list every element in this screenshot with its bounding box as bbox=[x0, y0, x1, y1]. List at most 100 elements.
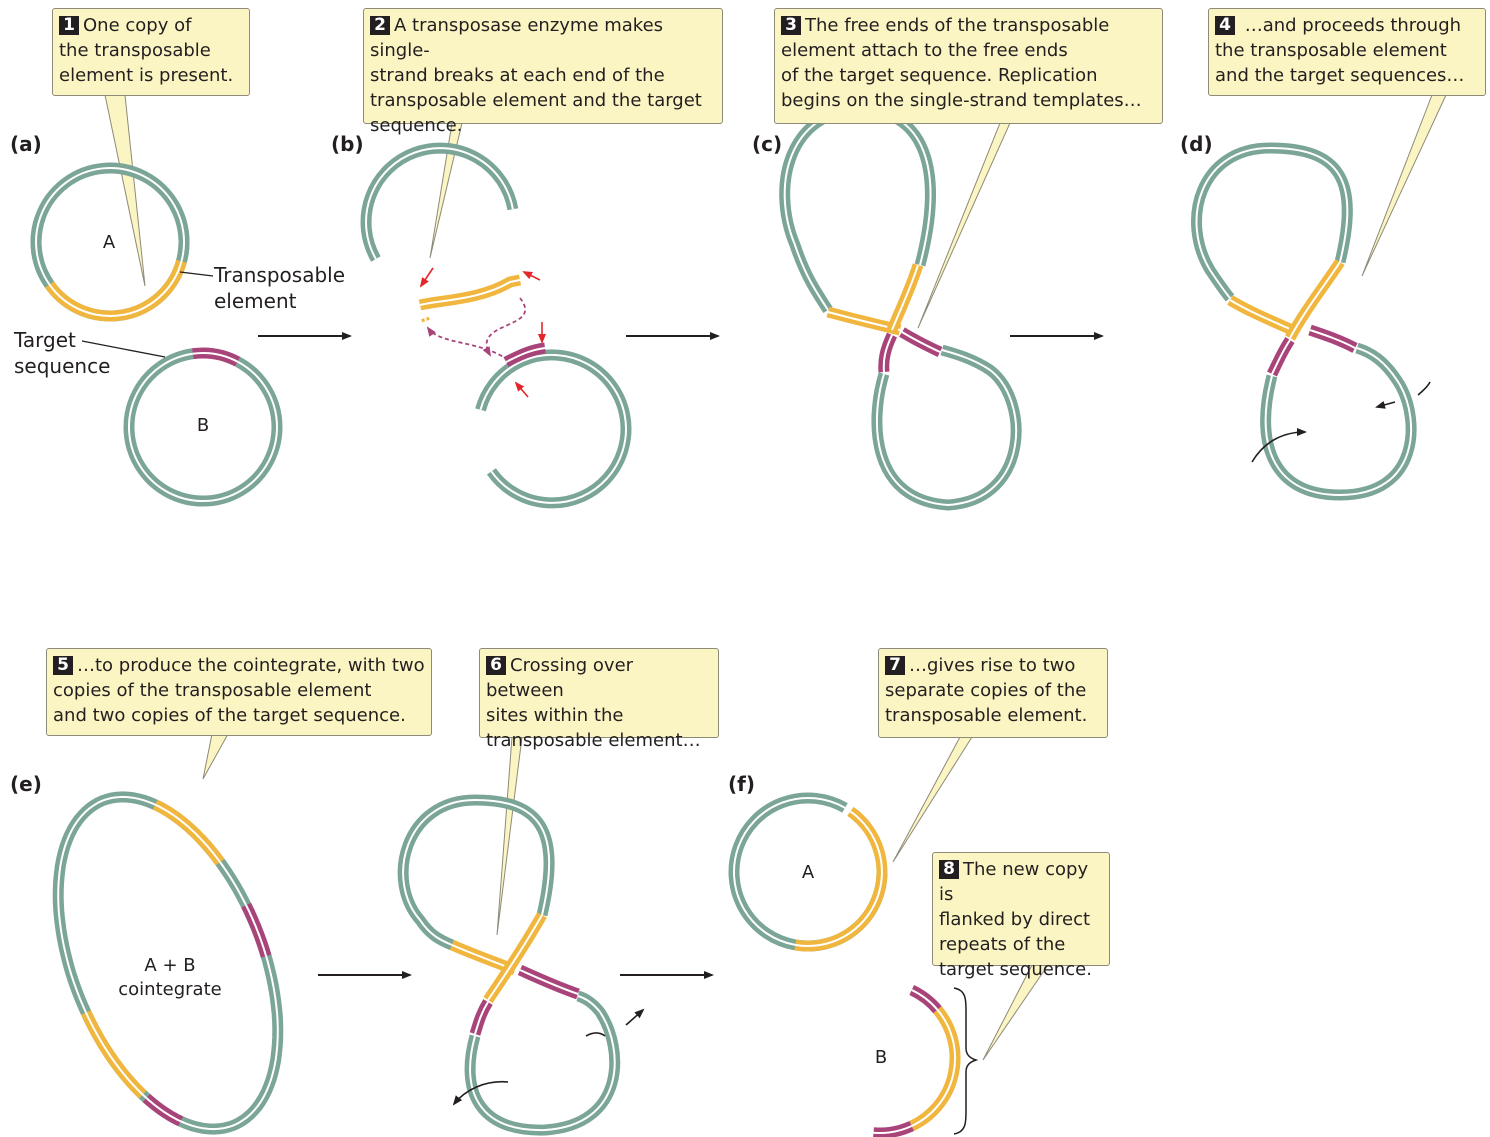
pointer-4 bbox=[1361, 94, 1447, 277]
final-b-label: B bbox=[874, 1047, 888, 1068]
callout-pointers bbox=[104, 94, 1447, 1061]
d-upper-loop-gap bbox=[1195, 146, 1349, 299]
circle-b-upper bbox=[157, 348, 194, 372]
cut-arrows bbox=[419, 267, 546, 398]
b1-stub-gap bbox=[424, 317, 427, 322]
circle-a-rest-gap bbox=[35, 216, 51, 285]
panel-label-e: (e) bbox=[10, 772, 42, 796]
circle-a-top bbox=[35, 162, 179, 219]
step-arrows bbox=[258, 332, 1104, 979]
circle-b-label: B bbox=[196, 415, 210, 436]
circle-b-right-gap bbox=[237, 360, 278, 428]
panel-label-a: (a) bbox=[10, 132, 42, 156]
final-b-target-1-gap bbox=[911, 989, 939, 1011]
leader-target-sequence bbox=[81, 340, 166, 358]
circle-b2-main-gap bbox=[479, 353, 627, 504]
step-badge-6: 6 bbox=[486, 656, 506, 675]
c-target-right-gap bbox=[901, 331, 941, 353]
cointegrate-te-1 bbox=[152, 799, 225, 866]
callout-6-text: Crossing over between sites within the t… bbox=[486, 655, 701, 751]
target-sequence-label: Target sequence bbox=[14, 328, 111, 378]
cointegrate-te-2 bbox=[81, 1010, 147, 1099]
callout-1-text: One copy of the transposable element is … bbox=[59, 15, 234, 86]
d-lower-loop-gap bbox=[1264, 347, 1413, 497]
transposable-element-label: Transposable element bbox=[214, 263, 346, 313]
pointer-8 bbox=[982, 964, 1049, 1061]
replication-arrow-e1 bbox=[452, 1080, 509, 1106]
callout-5: 5…to produce the cointegrate, with two c… bbox=[46, 648, 432, 736]
final-b-transposon-gap bbox=[911, 1009, 956, 1127]
pointer-5 bbox=[202, 733, 229, 780]
callout-5-text: …to produce the cointegrate, with two co… bbox=[53, 655, 425, 726]
joining-arrow-1 bbox=[482, 297, 527, 357]
cointegrate-label: A + B cointegrate bbox=[118, 955, 222, 1000]
replication-arrow-e2 bbox=[625, 1008, 645, 1026]
e2-target-right-gap bbox=[519, 969, 579, 995]
replication-arrow-d1 bbox=[1251, 428, 1307, 463]
panel-label-b: (b) bbox=[331, 132, 364, 156]
cointegrate-te-1-gap bbox=[154, 803, 221, 863]
dna-strands bbox=[30, 104, 1417, 1137]
panel-label-d: (d) bbox=[1180, 132, 1213, 156]
circle-b-upper-gap bbox=[160, 352, 193, 368]
step-badge-5: 5 bbox=[53, 656, 73, 675]
replication-arrows bbox=[452, 381, 1431, 1106]
c-lower-loop-gap bbox=[876, 349, 1018, 507]
replication-arrow-d2 bbox=[1375, 401, 1396, 409]
step-badge-7: 7 bbox=[885, 656, 905, 675]
circle-a-label: A bbox=[102, 232, 116, 253]
pointer-2 bbox=[429, 122, 463, 259]
circle-b-target-gap bbox=[192, 352, 239, 363]
callout-7-text: …gives rise to two separate copies of th… bbox=[885, 655, 1088, 726]
step-badge-3: 3 bbox=[781, 16, 801, 35]
callout-4: 4 …and proceeds through the transposable… bbox=[1208, 8, 1486, 96]
step-badge-1: 1 bbox=[59, 16, 79, 35]
callout-7: 7…gives rise to two separate copies of t… bbox=[878, 648, 1108, 738]
cut-arrow-2 bbox=[522, 271, 541, 281]
cut-arrow-4 bbox=[514, 381, 529, 398]
pointer-1 bbox=[104, 94, 146, 287]
cointegrate-target-1-gap bbox=[245, 904, 268, 957]
circle-b1-main-gap bbox=[365, 147, 514, 260]
callout-2-text: A transposase enzyme makes single- stran… bbox=[370, 15, 702, 136]
c-target-left-gap bbox=[882, 334, 893, 373]
joining-arrow-2 bbox=[426, 326, 509, 361]
d-upper-te-gap bbox=[1229, 299, 1293, 331]
e2-lower-loop bbox=[464, 990, 621, 1136]
cointegrate-target-2-gap bbox=[145, 1097, 182, 1123]
callout-8-text: The new copy is flanked by direct repeat… bbox=[939, 859, 1092, 980]
circle-b-main-gap bbox=[128, 365, 278, 502]
panel-label-c: (c) bbox=[752, 132, 783, 156]
e2-upper-loop-gap bbox=[402, 798, 551, 946]
replication-fork-e bbox=[585, 1032, 606, 1037]
label-leaders bbox=[81, 271, 214, 358]
cut-arrow-1 bbox=[419, 267, 434, 288]
pointer-3 bbox=[917, 122, 1011, 329]
c-upper-loop-gap bbox=[783, 108, 932, 311]
d-te-cross-gap bbox=[1289, 261, 1341, 339]
cointegrate-te-2-gap bbox=[85, 1012, 144, 1096]
circle-a-transposon bbox=[44, 259, 187, 322]
step-badge-8: 8 bbox=[939, 860, 959, 879]
pointer-7 bbox=[892, 736, 973, 863]
pointer-6 bbox=[496, 736, 523, 936]
d-target-right-gap bbox=[1309, 329, 1356, 349]
callout-4-text: …and proceeds through the transposable e… bbox=[1215, 15, 1465, 86]
circle-a-transposon-gap bbox=[48, 260, 183, 317]
e2-target-left-gap bbox=[474, 1001, 489, 1035]
d-target-left-gap bbox=[1271, 339, 1291, 375]
step-badge-4: 4 bbox=[1215, 16, 1235, 35]
callout-3-text: The free ends of the transposable elemen… bbox=[781, 15, 1142, 111]
final-a-label: A bbox=[801, 862, 815, 883]
final-b-target-2-gap bbox=[873, 1125, 913, 1134]
step-badge-2: 2 bbox=[370, 16, 390, 35]
leader-transposable-element bbox=[179, 271, 214, 277]
circle-a-right-gap bbox=[173, 204, 186, 262]
panel-label-f: (f) bbox=[728, 772, 755, 796]
